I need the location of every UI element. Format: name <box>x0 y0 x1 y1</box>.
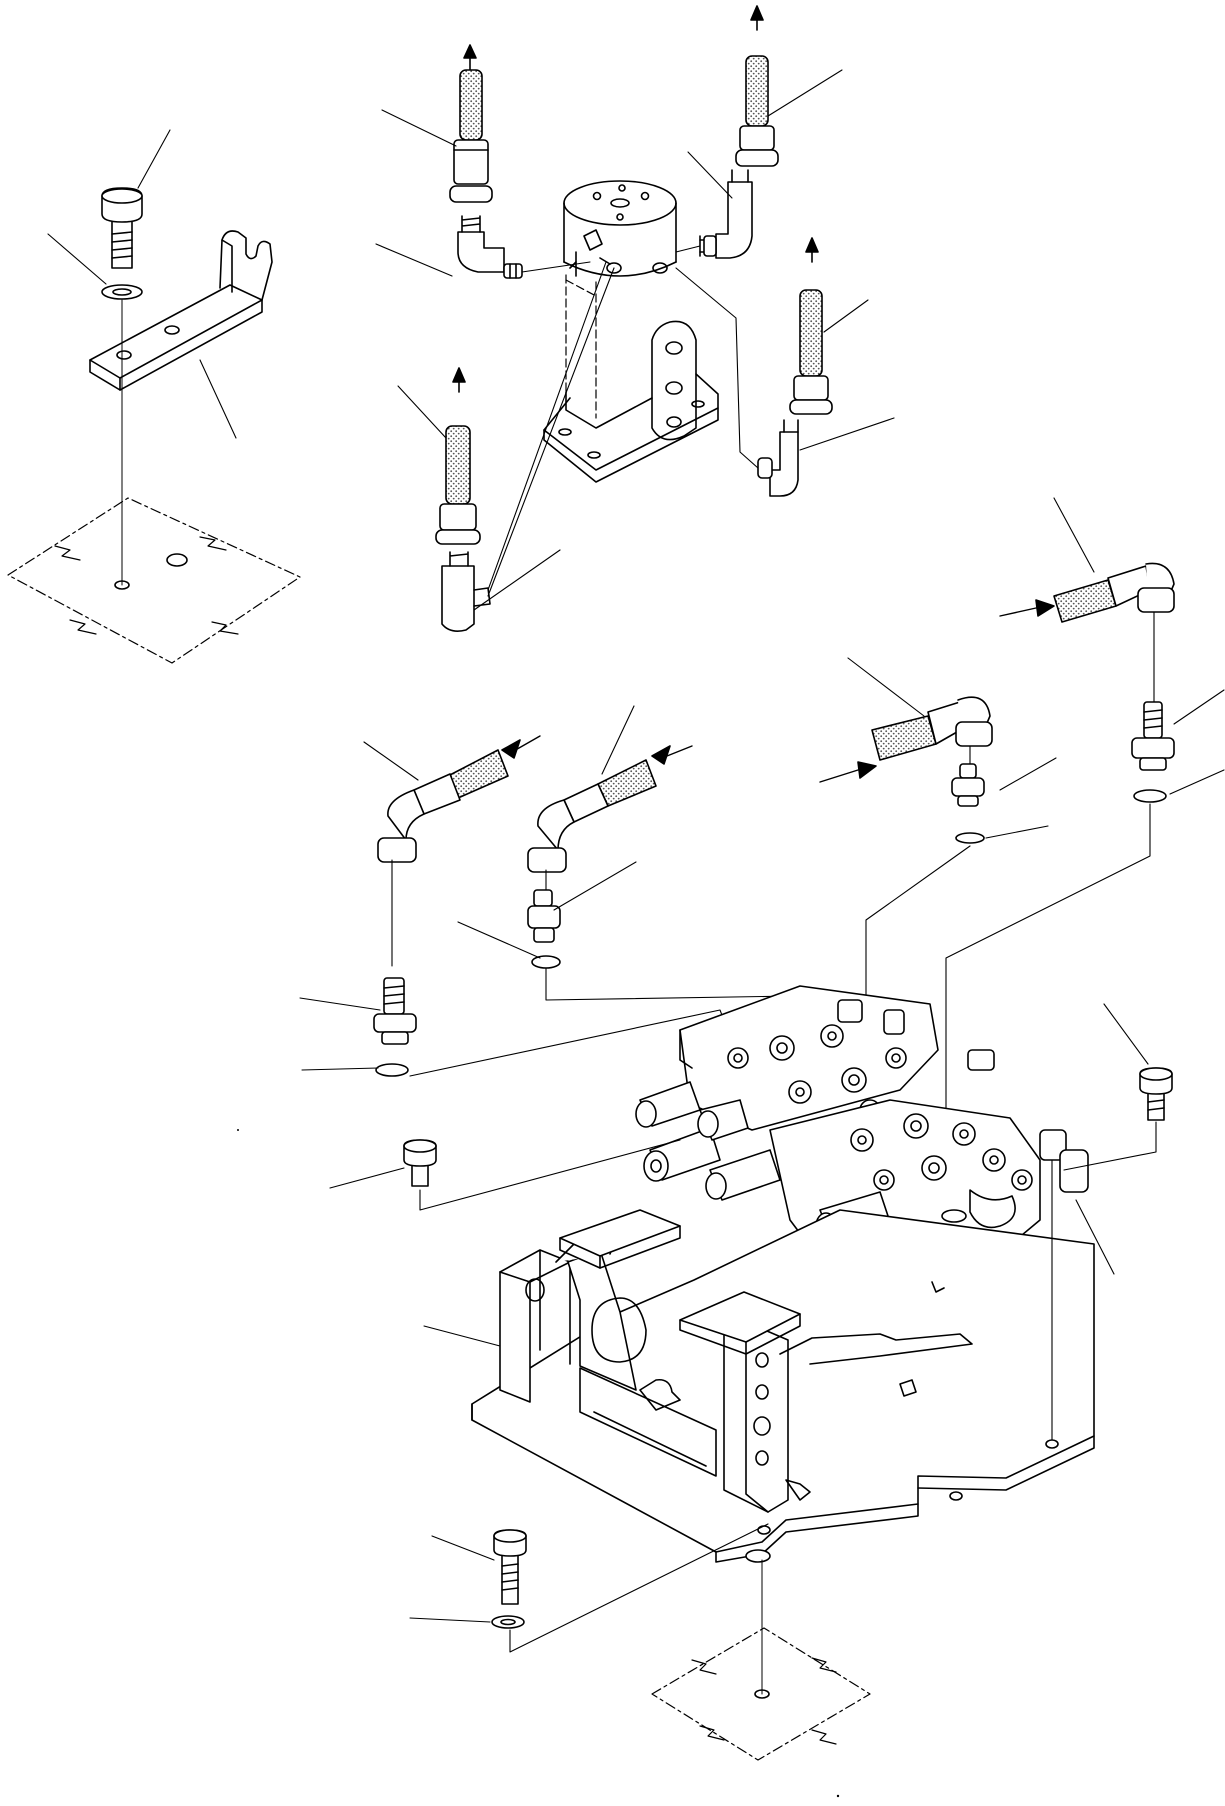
hose-connection-lines <box>487 245 759 597</box>
callout-leader-frame <box>423 1325 501 1347</box>
elbow-fitting-d <box>441 551 491 632</box>
elbow-fitting-b <box>699 169 753 259</box>
stray-mark <box>237 1129 239 1131</box>
valve-bolt-right <box>1139 1067 1173 1121</box>
hose-end-g <box>377 735 541 863</box>
hose-end-e <box>999 562 1175 623</box>
callout-leaders-middle <box>299 497 1225 1071</box>
callout-leaders-frame-bolt <box>409 1159 1053 1653</box>
elbow-fitting-c <box>757 419 799 497</box>
frame-bolt <box>493 1529 527 1605</box>
o-ring-right-a <box>1133 789 1167 803</box>
elbow-fitting-a <box>457 215 523 279</box>
hose-end-d <box>435 367 481 545</box>
o-ring-left-a <box>531 955 561 969</box>
frame-washer <box>491 1615 525 1629</box>
straight-fitting-left-b <box>373 977 417 1045</box>
callout-leaders-bracket <box>47 129 237 439</box>
floor-panel-bottom <box>651 1627 871 1761</box>
bracket-group <box>7 129 301 664</box>
hose-end-b <box>735 5 779 167</box>
o-ring-left-b <box>375 1063 409 1077</box>
hose-end-c <box>789 237 833 415</box>
bracket-washer <box>101 284 143 300</box>
straight-fitting-right-b <box>951 763 985 807</box>
hose-end-h <box>527 745 693 873</box>
bracket-bolt <box>101 187 143 269</box>
support-frame <box>471 1209 1095 1563</box>
straight-fitting-left-a <box>527 889 561 943</box>
mounting-bracket <box>89 230 273 391</box>
callout-leaders-valve <box>329 1003 1157 1275</box>
hose-end-f <box>819 696 993 783</box>
stray-mark <box>836 1794 840 1798</box>
o-ring-right-b <box>955 832 985 844</box>
straight-fitting-right-a <box>1131 701 1175 771</box>
hose-end-a <box>449 44 493 203</box>
valve-bolt-left <box>403 1139 437 1187</box>
swivel-joint <box>543 180 719 483</box>
callout-leaders-swivel <box>375 69 895 611</box>
floor-panel-top-left <box>7 497 301 664</box>
